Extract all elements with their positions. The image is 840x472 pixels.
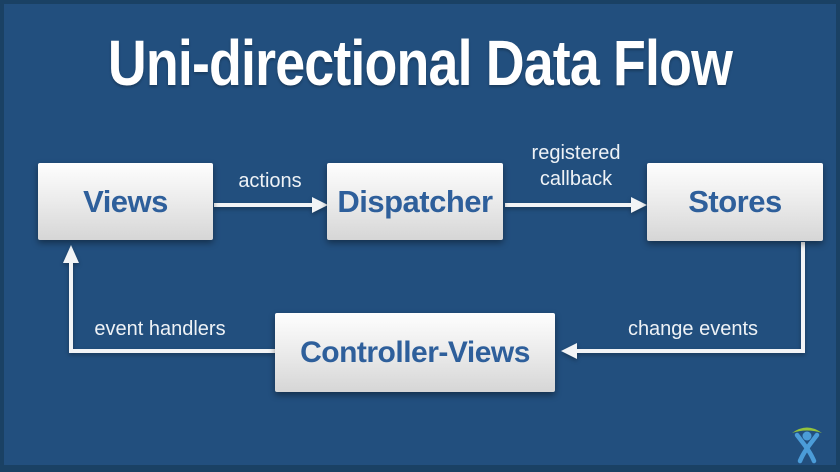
logo-arc: [792, 427, 822, 433]
node-dispatcher-label: Dispatcher: [337, 183, 493, 219]
arrow-dispatcher-to-stores: [505, 197, 647, 213]
atlassian-charlie-logo: [792, 427, 822, 464]
slide-title: Uni-directional Data Flow: [107, 27, 733, 99]
edge-label-change-events: change events: [627, 318, 759, 340]
node-controller-views: Controller-Views: [275, 313, 555, 392]
arrow-stores-to-controller-views: [561, 242, 805, 359]
logo-figure-head: [802, 431, 812, 441]
node-views-label: Views: [83, 183, 168, 219]
edge-label-actions: actions: [238, 170, 302, 192]
arrow-views-to-dispatcher: [214, 197, 328, 213]
arrow-controller-views-to-views: [63, 245, 275, 353]
node-controller-views-label: Controller-Views: [300, 335, 530, 369]
node-stores: Stores: [647, 163, 823, 241]
edge-label-event-handlers: event handlers: [94, 318, 226, 340]
node-views: Views: [38, 163, 213, 240]
node-dispatcher: Dispatcher: [327, 163, 503, 240]
edge-label-registered-callback: registered callback: [531, 142, 621, 190]
node-stores-label: Stores: [688, 184, 782, 219]
logo-figure: [794, 432, 820, 464]
